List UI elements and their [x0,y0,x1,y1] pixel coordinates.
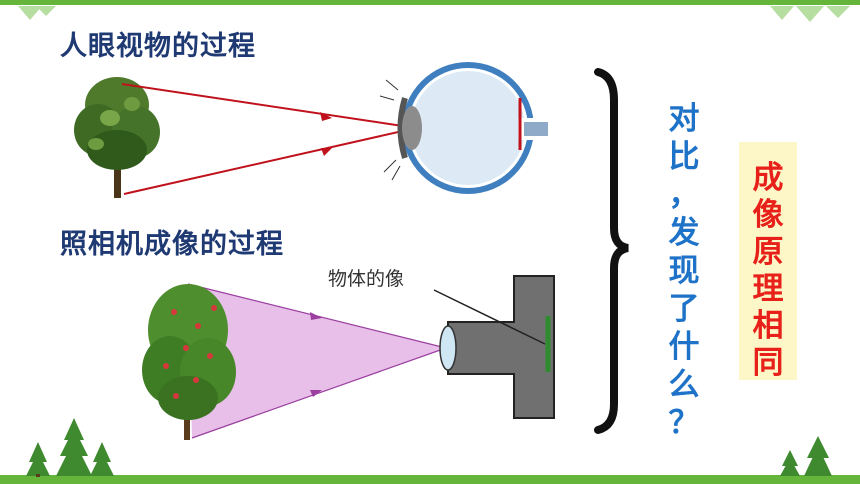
right-brace [594,68,629,434]
eye-process-title: 人眼视物的过程 [60,31,256,62]
vertical-char: 成 [752,160,784,196]
eye-ray-arrows [320,112,332,156]
top-bar [0,0,860,5]
eyeball-illustration [379,62,548,194]
vertical-char: 了 [668,291,700,327]
vertical-char: 比 [668,139,700,175]
vertical-char: 理 [752,271,784,307]
vertical-char: 发 [668,215,700,251]
conclusion-text: 成像原理相同 [739,160,797,382]
tree-illustration-eye [66,74,166,200]
compare-question: 对比，发现了什么？ [654,100,714,442]
bottom-bar [0,475,860,484]
top-right-tree-ornament [770,6,850,22]
vertical-char: 什 [668,329,700,365]
vertical-char: 同 [752,345,784,381]
vertical-char: 相 [752,308,784,344]
bottom-left-trees [26,418,114,477]
bottom-right-trees [780,436,832,476]
camera-lens [439,325,457,371]
camera-process-title: 照相机成像的过程 [60,229,284,260]
image-label-pointer [433,289,546,345]
conclusion-box [739,142,797,380]
vertical-char: 像 [752,197,784,233]
tree-illustration-camera [142,284,236,440]
camera-body [439,275,555,419]
vertical-char: 原 [752,234,784,270]
image-label: 物体的像 [328,268,404,290]
vertical-char: ？ [668,405,700,441]
vertical-char: 么 [668,367,700,403]
top-left-tree-ornament [18,6,56,20]
vertical-char: 现 [668,253,700,289]
vertical-char: ， [668,177,700,213]
vertical-char: 对 [668,101,700,137]
